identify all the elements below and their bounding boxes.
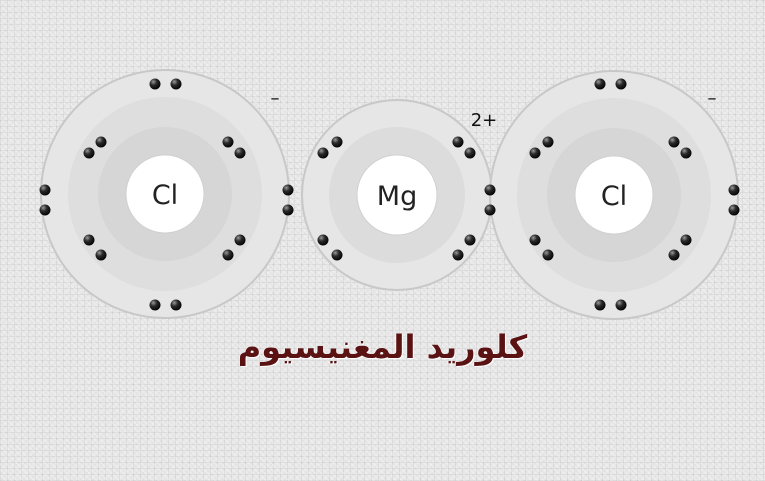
electron	[668, 136, 680, 148]
electron	[680, 234, 692, 246]
chloride-ion-right: Cl –	[484, 70, 740, 320]
electron	[452, 249, 464, 261]
electron	[83, 234, 95, 246]
electron	[615, 78, 627, 90]
compound-name-caption: كلوريد المغنيسيوم	[237, 328, 528, 366]
electron	[464, 147, 476, 159]
electron	[594, 78, 606, 90]
electron	[594, 299, 606, 311]
magnesium-ion: Mg 2+	[301, 99, 498, 291]
electron	[529, 147, 541, 159]
middle-shell-electrons	[529, 136, 692, 261]
electron	[234, 147, 246, 159]
electron	[282, 204, 294, 216]
electron	[542, 249, 554, 261]
electron	[282, 184, 294, 196]
electron	[149, 78, 161, 90]
electron	[680, 147, 692, 159]
electron	[170, 299, 182, 311]
electron	[615, 299, 627, 311]
electron	[542, 136, 554, 148]
outer-shell-electrons	[484, 78, 740, 311]
electron	[529, 234, 541, 246]
electron	[728, 204, 740, 216]
nucleus	[356, 154, 438, 236]
electron	[668, 249, 680, 261]
electron	[317, 147, 329, 159]
electron	[234, 234, 246, 246]
electron	[452, 136, 464, 148]
outer-shell-electrons	[317, 136, 476, 261]
electron	[222, 249, 234, 261]
middle-shell-electrons	[83, 136, 246, 261]
outer-shell-electrons	[39, 78, 294, 311]
nucleus	[574, 155, 654, 235]
electron	[484, 184, 496, 196]
electron	[331, 136, 343, 148]
electron	[95, 249, 107, 261]
ion-charge: 2+	[471, 110, 498, 131]
electron	[149, 299, 161, 311]
ion-charge: –	[708, 88, 717, 109]
electron	[317, 234, 329, 246]
electron	[83, 147, 95, 159]
nucleus	[125, 154, 205, 234]
element-symbol: Mg	[377, 181, 417, 212]
electron	[222, 136, 234, 148]
electron	[728, 184, 740, 196]
element-symbol: Cl	[152, 180, 178, 211]
electron	[39, 184, 51, 196]
electron	[484, 204, 496, 216]
electron	[39, 204, 51, 216]
electron	[331, 249, 343, 261]
electron	[95, 136, 107, 148]
chloride-ion-left: Cl –	[39, 69, 294, 319]
electron	[464, 234, 476, 246]
ion-charge: –	[271, 88, 280, 109]
electron	[170, 78, 182, 90]
element-symbol: Cl	[601, 181, 627, 212]
